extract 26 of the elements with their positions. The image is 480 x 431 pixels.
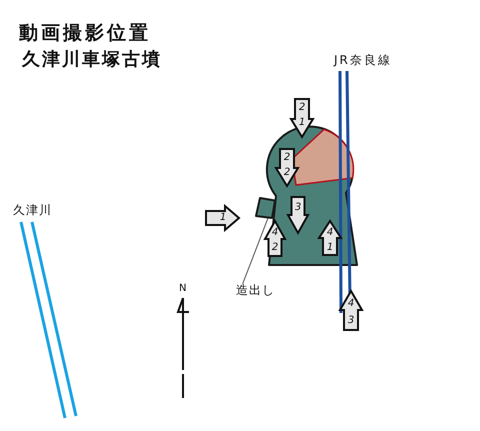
shooting-position-marker [318, 220, 342, 256]
north-label: N [179, 283, 186, 294]
shooting-position-marker [290, 98, 314, 138]
shot-number: 4 [272, 228, 278, 238]
railway-label: JR奈良線 [334, 54, 392, 68]
callout-label: 造出し [236, 284, 275, 298]
shot-number: 2 [272, 243, 278, 253]
shot-number: 4 [348, 299, 354, 309]
shot-number: 3 [348, 316, 354, 326]
leader-line [242, 217, 269, 284]
shot-number: 2 [298, 103, 306, 113]
shooting-position-marker [339, 290, 363, 331]
shot-number: 2 [284, 153, 290, 163]
shot-number: 2 [284, 168, 290, 178]
shot-number: 4 [326, 228, 334, 238]
river-label: 久津川 [13, 204, 52, 218]
title: 動画撮影位置 [19, 23, 151, 45]
shooting-position-marker [205, 205, 240, 231]
shot-number: 1 [326, 243, 334, 253]
shot-number: 1 [298, 118, 306, 128]
shooting-position-marker [264, 220, 286, 257]
shot-number: 1 [220, 213, 226, 223]
shooting-position-marker [287, 196, 309, 234]
subtitle: 久津川車塚古墳 [22, 50, 162, 71]
shot-number: 3 [294, 203, 302, 213]
shooting-position-marker [275, 148, 299, 187]
